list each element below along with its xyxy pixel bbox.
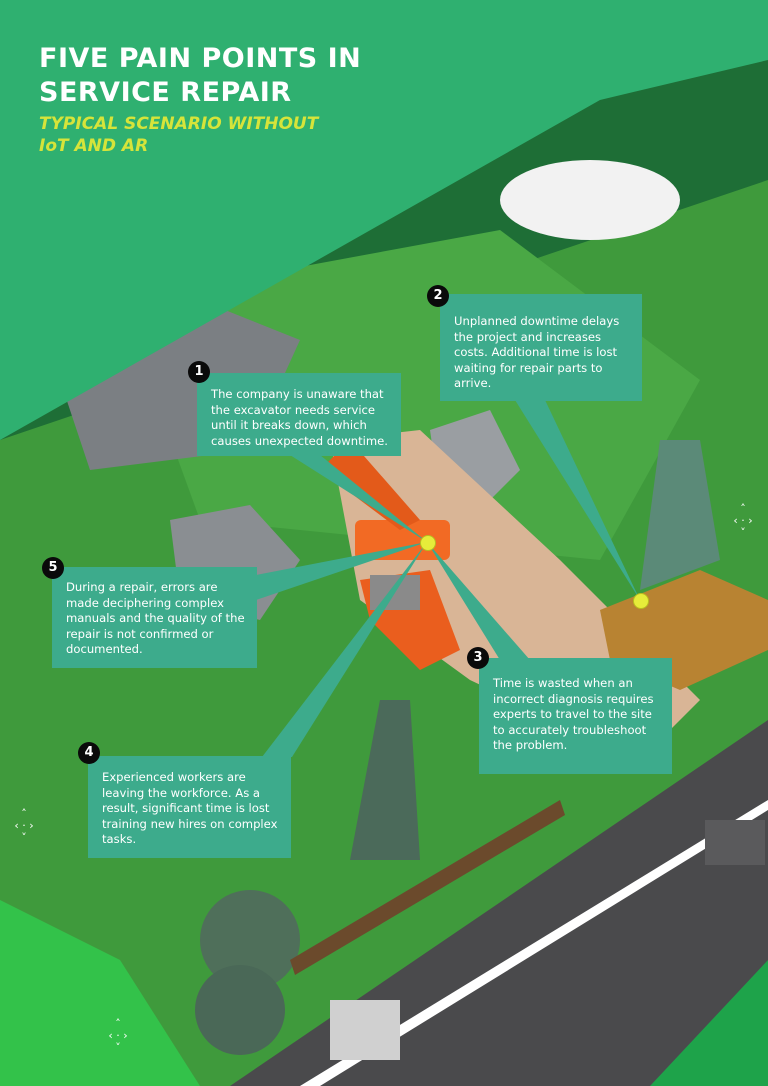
direction-arrows-icon: ˄‹ · ›˅ xyxy=(108,1017,128,1054)
road xyxy=(230,720,768,1086)
fence xyxy=(290,800,565,975)
callout-5: During a repair, errors are made deciphe… xyxy=(52,567,257,668)
pointer-4 xyxy=(262,542,427,757)
callout-number-4: 4 xyxy=(78,742,100,764)
excavator-marker xyxy=(420,535,436,551)
title-band xyxy=(0,0,768,440)
direction-arrows-icon: ˄‹ · ›˅ xyxy=(14,807,34,844)
pointer-5 xyxy=(256,542,427,600)
pointer-3 xyxy=(427,542,530,660)
callout-number-3: 3 xyxy=(467,647,489,669)
callout-3: Time is wasted when an incorrect diagnos… xyxy=(479,658,672,774)
callout-4: Experienced workers are leaving the work… xyxy=(88,756,291,858)
callout-text: The company is unaware that the excavato… xyxy=(211,387,388,448)
callout-number-2: 2 xyxy=(427,285,449,307)
tree xyxy=(640,440,720,590)
direction-arrows-icon: ˄‹ · ›˅ xyxy=(733,502,753,539)
callout-number-5: 5 xyxy=(42,557,64,579)
car xyxy=(705,820,765,865)
pointer-1 xyxy=(290,455,427,542)
callout-text: Experienced workers are leaving the work… xyxy=(102,770,278,847)
cloud xyxy=(500,160,680,240)
cabin-marker xyxy=(633,593,649,609)
callout-number-1: 1 xyxy=(188,361,210,383)
pointer-2 xyxy=(515,400,640,600)
car xyxy=(330,1000,400,1060)
callout-text: Time is wasted when an incorrect diagnos… xyxy=(493,676,654,753)
callout-text: Unplanned downtime delays the project an… xyxy=(454,314,620,391)
callout-1: The company is unaware that the excavato… xyxy=(197,373,401,456)
callout-text: During a repair, errors are made deciphe… xyxy=(66,580,245,657)
callout-2: Unplanned downtime delays the project an… xyxy=(440,294,642,401)
tree xyxy=(350,700,420,860)
